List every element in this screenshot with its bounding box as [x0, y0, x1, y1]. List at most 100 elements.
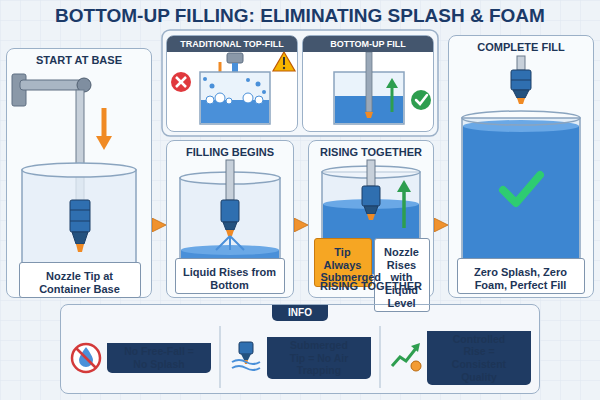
no-splash-icon	[76, 348, 96, 368]
nozzle	[367, 160, 375, 186]
node-text: Submerged Tip = No Air Trapping	[267, 337, 371, 379]
submerged-tip-icon	[232, 366, 260, 370]
submerged-tip-icon	[241, 354, 251, 360]
up-arrow	[397, 180, 411, 228]
top-fill-sketch	[255, 96, 263, 104]
step-panel: Zero Splash, Zero Foam, Perfect Fill COMP…	[448, 35, 594, 298]
step-panel: Liquid Rises from Bottom FILLING BEGINS	[166, 140, 294, 298]
comparison-panel: BOTTOM-UP FILL	[302, 35, 434, 132]
top-fill-sketch	[206, 96, 214, 104]
node-text: COMPLETE FILL	[449, 36, 593, 54]
nozzle	[517, 56, 525, 70]
nozzle	[226, 160, 234, 200]
top-fill-sketch	[210, 84, 215, 89]
error-icon	[176, 77, 186, 87]
no-splash-icon	[72, 344, 100, 372]
panel-ground	[6, 30, 594, 394]
container	[463, 120, 579, 132]
panel-ground	[166, 35, 298, 132]
info-panel: No Free-Fall = No SplashSubmerged Tip = …	[60, 304, 540, 394]
quality-icon	[411, 343, 420, 352]
node-text: START AT BASE	[7, 49, 151, 67]
nozzle	[362, 186, 380, 206]
panel-ground	[448, 35, 594, 298]
callout-label: Nozzle Tip at Container Base	[19, 262, 141, 298]
top-fill-sketch	[256, 82, 261, 87]
step-panel: Nozzle Tip at Container Base START AT BAS…	[6, 48, 152, 298]
callout-label: Zero Splash, Zero Foam, Perfect Fill	[457, 258, 585, 294]
nozzle	[517, 98, 525, 104]
bottom-fill-sketch	[366, 52, 372, 112]
callout-label: Nozzle Rises with Liquid Level	[374, 238, 430, 312]
container	[462, 111, 580, 125]
callout-label: Liquid Rises from Bottom	[175, 258, 285, 294]
bottom-fill-sketch	[365, 112, 373, 118]
node-footer: RISING TOGETHER	[309, 280, 433, 297]
top-fill-sketch	[203, 77, 207, 81]
panel-ground	[166, 140, 294, 298]
nozzle	[511, 70, 531, 90]
submerged-tip-icon	[232, 360, 260, 364]
top-fill-sketch	[200, 72, 270, 124]
node-text: Nozzle Rises with Liquid Level	[379, 241, 425, 309]
nozzle	[511, 80, 531, 81]
node-text: Controlled Rise = Consistent Quality	[427, 331, 531, 385]
divider	[379, 326, 381, 388]
top-fill-sketch	[215, 93, 225, 103]
bottom-fill-sketch	[386, 78, 398, 88]
check-icon	[411, 90, 431, 110]
flow-arrow	[434, 222, 439, 228]
panel-ground	[162, 30, 438, 136]
nozzle	[70, 221, 90, 222]
down-arrow	[96, 108, 112, 150]
nozzle	[216, 160, 244, 250]
top-fill-sketch	[262, 90, 266, 94]
quality-icon	[411, 361, 421, 371]
warning-icon	[283, 57, 285, 65]
no-splash-icon	[72, 344, 100, 372]
nozzle	[221, 200, 239, 222]
top-fill-sketch	[226, 98, 232, 104]
nozzle	[513, 90, 529, 98]
top-fill-sketch	[200, 53, 270, 124]
top-fill-sketch	[246, 78, 250, 82]
bottom-fill-sketch	[391, 86, 394, 112]
nozzle	[367, 214, 375, 220]
node-text: Tip Always Submerged	[319, 241, 367, 284]
nozzle	[72, 232, 88, 244]
up-arrow	[397, 180, 411, 192]
submerged-tip-icon	[239, 342, 253, 354]
node-text: BOTTOM-UP FILL	[303, 36, 433, 52]
nozzle	[226, 230, 234, 236]
info-item: Controlled Rise = Consistent Quality	[427, 327, 531, 389]
up-arrow	[402, 190, 406, 228]
flow-arrow	[152, 222, 157, 228]
node-text: Nozzle Tip at Container Base	[24, 265, 136, 295]
warning-icon	[273, 52, 295, 71]
node-text: RISING TOGETHER	[309, 141, 433, 159]
node-text: FILLING BEGINS	[167, 141, 293, 159]
nozzle	[70, 210, 90, 211]
nozzle	[362, 160, 380, 220]
node-text: Zero Splash, Zero Foam, Perfect Fill	[462, 261, 580, 291]
info-item: Submerged Tip = No Air Trapping	[267, 327, 371, 389]
container	[503, 175, 540, 203]
nozzle	[70, 200, 90, 252]
panel-ground	[60, 304, 540, 394]
node-text: TRADITIONAL TOP-FILL	[167, 36, 297, 52]
check-icon	[416, 95, 427, 104]
warning-icon	[283, 67, 285, 69]
warning-icon	[273, 52, 295, 71]
error-icon	[171, 72, 191, 92]
callout-tag: Tip Always Submerged	[314, 238, 372, 287]
top-fill-sketch	[243, 93, 253, 103]
top-fill-sketch	[227, 53, 243, 63]
robot-arm	[20, 80, 86, 90]
nozzle	[223, 222, 237, 230]
flow-arrow	[294, 222, 299, 228]
divider	[219, 326, 221, 388]
nozzle	[511, 56, 531, 104]
